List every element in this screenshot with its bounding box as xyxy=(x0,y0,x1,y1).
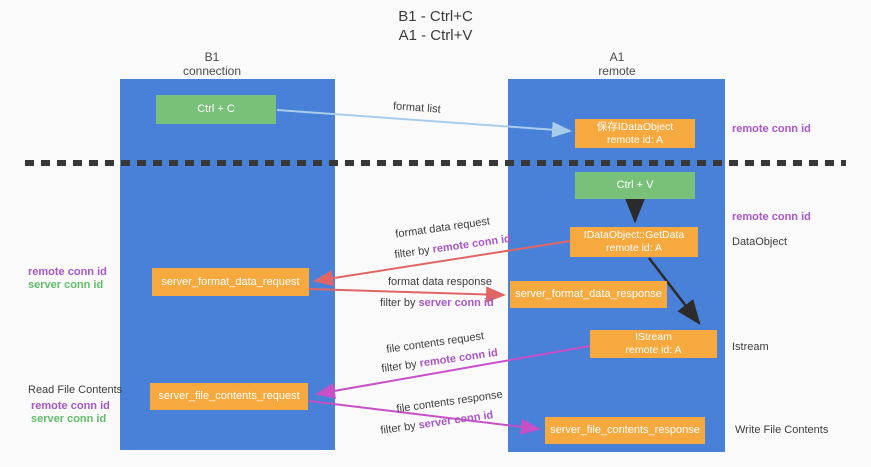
diagram-title-line2: A1 - Ctrl+V xyxy=(398,27,473,44)
save-idataobject-line2: remote id: A xyxy=(606,133,664,146)
left-server-conn-id-label-bottom: server conn id xyxy=(31,413,107,425)
format-list-annotation: format list xyxy=(392,100,442,116)
read-file-contents-label: Read File Contents xyxy=(28,384,123,396)
right-remote-conn-id-label-top: remote conn id xyxy=(732,123,811,135)
a1-lane-header: A1 remote xyxy=(567,50,667,78)
server-conn-id-text: server conn id xyxy=(417,409,495,432)
filter-by-text: filter by xyxy=(380,297,419,309)
server-file-contents-response-box: server_file_contents_response xyxy=(545,417,705,444)
istream-box: IStream remote id: A xyxy=(590,330,717,358)
left-server-conn-id-label-top: server conn id xyxy=(28,279,104,291)
ctrl-v-label: Ctrl + V xyxy=(616,179,654,191)
diagram-title-line1: B1 - Ctrl+C xyxy=(398,8,473,25)
filter-by-server-conn-id-annotation-1: filter by server conn id xyxy=(380,297,494,309)
istream-line2: remote id: A xyxy=(625,344,682,356)
left-remote-conn-id-label-bottom: remote conn id xyxy=(31,400,110,412)
istream-side-label: Istream xyxy=(732,341,769,353)
b1-lane-header: B1 connection xyxy=(162,50,262,78)
getdata-line1: IDataObject::GetData xyxy=(583,229,685,241)
left-remote-conn-id-label-top: remote conn id xyxy=(28,266,107,278)
server-format-data-response-box: server_format_data_response xyxy=(510,281,667,308)
right-remote-conn-id-label-mid: remote conn id xyxy=(732,211,811,223)
server-conn-id-text: server conn id xyxy=(418,297,494,309)
a1-lane-header-line1: A1 xyxy=(609,50,625,64)
diagram-title: B1 - Ctrl+C A1 - Ctrl+V xyxy=(0,7,871,45)
server-format-data-request-box: server_format_data_request xyxy=(152,268,309,296)
a1-lane-header-line2: remote xyxy=(598,64,636,78)
filter-by-text: filter by xyxy=(393,243,434,262)
session-divider-dashed-line xyxy=(25,160,846,166)
getdata-box: IDataObject::GetData remote id: A xyxy=(570,227,698,257)
ctrl-c-box: Ctrl + C xyxy=(156,95,276,124)
dataobject-label: DataObject xyxy=(732,236,788,248)
save-idataobject-line1: 保存IDataObject xyxy=(596,120,674,133)
server-format-data-request-label: server_format_data_request xyxy=(161,275,300,288)
server-file-contents-request-box: server_file_contents_request xyxy=(150,383,308,410)
write-file-contents-label: Write File Contents xyxy=(735,424,829,436)
save-idataobject-box: 保存IDataObject remote id: A xyxy=(575,119,695,148)
b1-lane-header-line1: B1 xyxy=(204,50,220,64)
ctrl-v-box: Ctrl + V xyxy=(575,172,695,199)
ctrl-c-label: Ctrl + C xyxy=(197,103,235,115)
remote-conn-id-text: remote conn id xyxy=(418,346,499,370)
format-data-response-annotation: format data response xyxy=(388,276,492,288)
filter-by-text: filter by xyxy=(380,357,421,376)
format-data-response-arrow xyxy=(308,286,506,303)
server-file-contents-response-label: server_file_contents_response xyxy=(550,424,700,436)
istream-line1: IStream xyxy=(635,331,672,343)
b1-lane-header-line2: connection xyxy=(182,64,242,78)
filter-by-text: filter by xyxy=(379,419,420,437)
getdata-line2: remote id: A xyxy=(605,242,663,254)
server-file-contents-request-label: server_file_contents_request xyxy=(158,390,300,402)
server-format-data-response-label: server_format_data_response xyxy=(515,288,662,300)
remote-conn-id-text: remote conn id xyxy=(431,232,512,256)
